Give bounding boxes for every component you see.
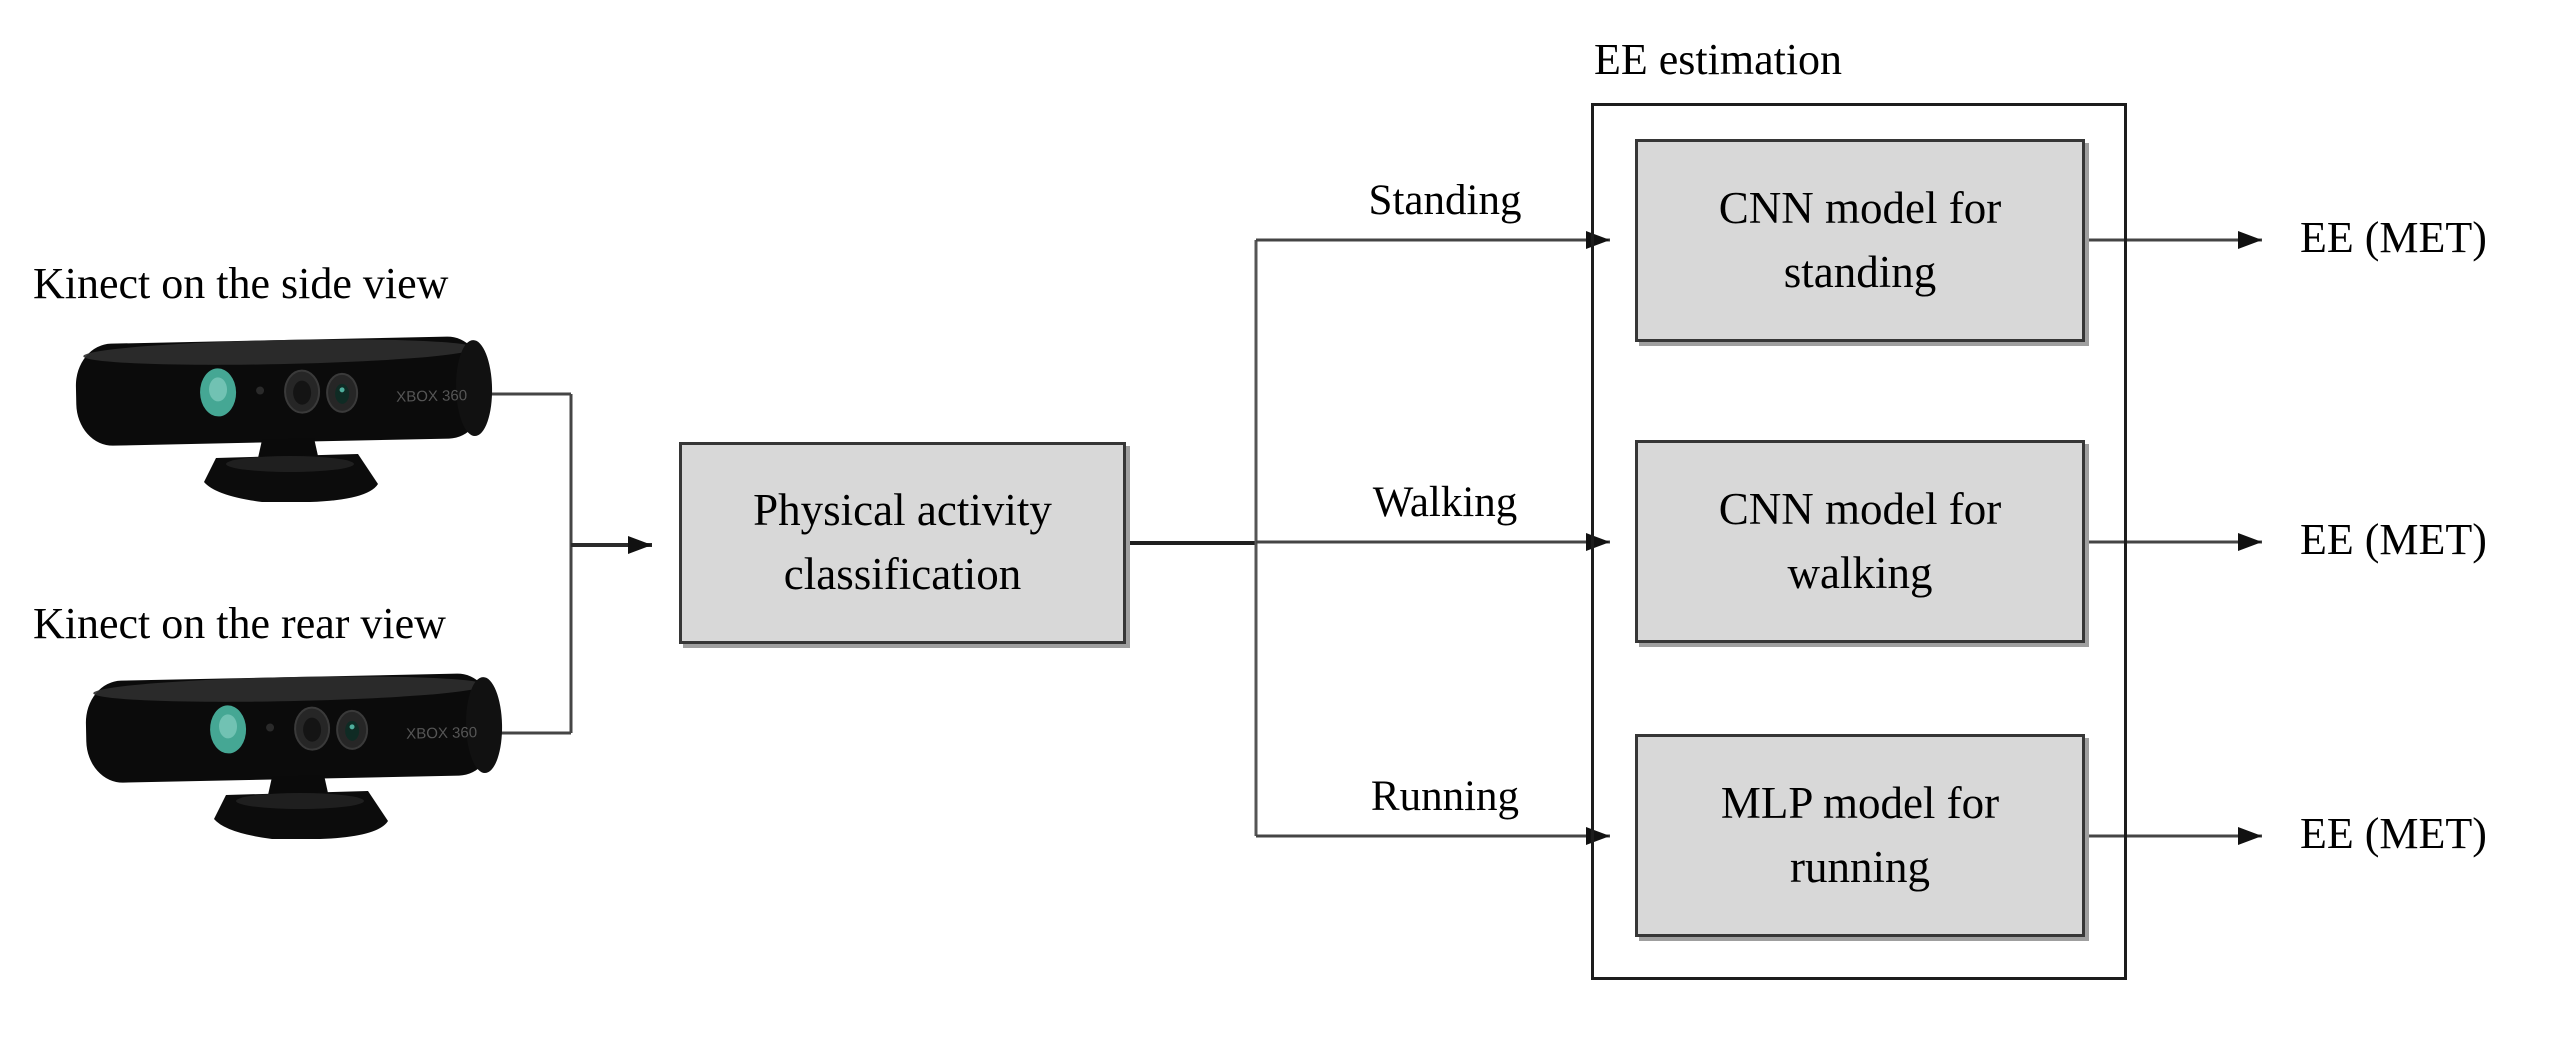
output-label-standing: EE (MET)	[2300, 213, 2487, 262]
classifier-box: Physical activity classification	[679, 442, 1126, 644]
kinect-ir-lens-core	[293, 380, 312, 405]
kinect-mic-dot	[266, 723, 275, 732]
kinect-side-label: Kinect on the side view	[33, 259, 449, 308]
kinect-lens-glint	[339, 387, 345, 393]
model-standing-line1: CNN model for	[1718, 182, 2002, 233]
model-box-walking: CNN model for walking	[1635, 440, 2085, 643]
kinect-right-bulge	[456, 340, 493, 437]
kinect-rgb-lens-core	[335, 383, 350, 404]
kinect-base-highlight	[236, 793, 364, 809]
kinect-top-highlight	[83, 339, 476, 365]
output-label-running: EE (MET)	[2300, 809, 2487, 858]
model-running-line2: running	[1790, 841, 1930, 892]
kinect-neck	[258, 438, 318, 458]
output-label-walking: EE (MET)	[2300, 515, 2487, 564]
kinect-base-highlight	[226, 456, 354, 472]
branch-label-standing: Standing	[1368, 177, 1522, 224]
classifier-label-line2: classification	[783, 549, 1022, 599]
kinect-rgb-lens-core	[345, 720, 360, 741]
model-box-running: MLP model for running	[1635, 734, 2085, 937]
kinect-right-bulge	[466, 677, 503, 774]
kinect-device-label: XBOX 360	[406, 724, 477, 742]
kinect-power-light-glow	[219, 714, 238, 739]
classifier-label-line1: Physical activity	[753, 485, 1052, 536]
ee-estimation-title: EE estimation	[1594, 35, 1843, 84]
kinect-power-light-glow	[209, 377, 228, 402]
model-walking-line2: walking	[1787, 547, 1933, 598]
branch-label-walking: Walking	[1372, 479, 1518, 526]
kinect-rear-label: Kinect on the rear view	[33, 599, 446, 648]
kinect-ir-lens-core	[303, 717, 322, 742]
model-walking-line1: CNN model for	[1718, 483, 2002, 534]
branch-label-running: Running	[1370, 773, 1520, 820]
ee-estimation-container	[1591, 103, 2127, 980]
kinect-device-art: XBOX 360	[75, 336, 493, 502]
kinect-lens-glint	[349, 724, 355, 730]
model-standing-line2: standing	[1783, 246, 1937, 297]
model-running-line1: MLP model for	[1720, 777, 2000, 828]
kinect-side-image: XBOX 360	[66, 318, 506, 508]
model-box-standing: CNN model for standing	[1635, 139, 2085, 342]
kinect-top-highlight	[93, 676, 486, 702]
kinect-mic-dot	[256, 386, 265, 395]
kinect-neck	[268, 775, 328, 795]
kinect-device-art: XBOX 360	[85, 673, 503, 839]
kinect-rear-image: XBOX 360	[76, 655, 516, 845]
kinect-device-label: XBOX 360	[396, 387, 467, 405]
